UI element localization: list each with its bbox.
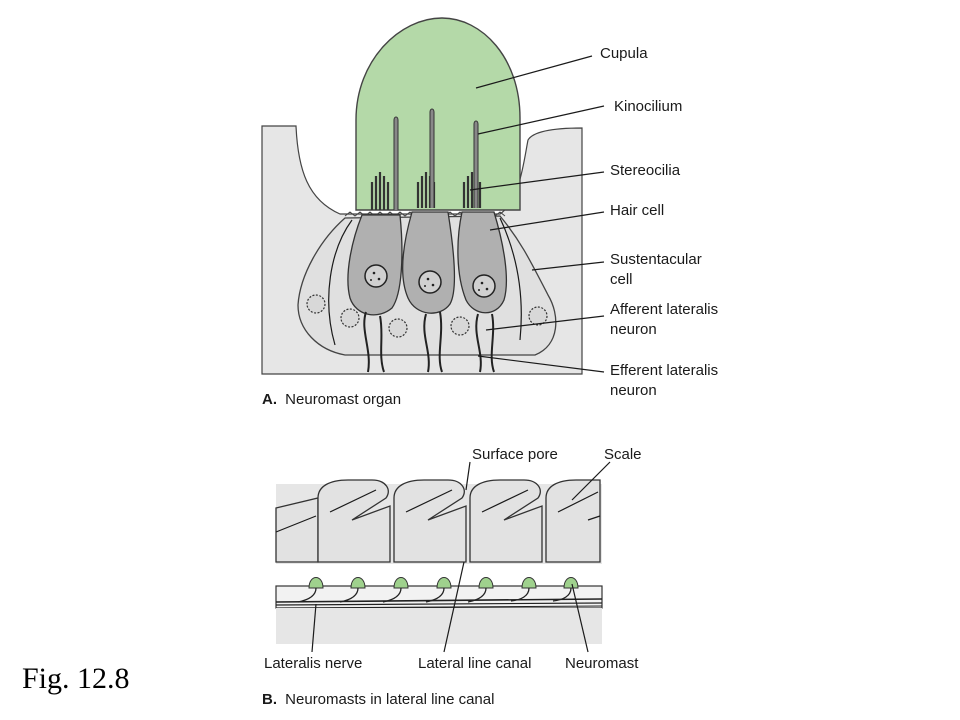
sustentacular-nucleus [528, 306, 548, 326]
panel-b-lateral-line-canal: Surface pore Scale Lateralis nerve Later… [262, 446, 642, 708]
label-efferent-line2: neuron [610, 382, 657, 399]
neuromast [393, 577, 409, 589]
leader-kinocilium [477, 105, 605, 135]
neuromast [350, 577, 366, 589]
hair-cell-left [347, 116, 403, 373]
leader-lateral-line-canal [443, 561, 465, 653]
scale [393, 479, 467, 563]
sustentacular-nucleus [340, 308, 360, 328]
leader-hair-cell [489, 211, 605, 231]
label-neuromast: Neuromast [565, 655, 639, 672]
leader-neuromast [571, 583, 589, 653]
scale [545, 479, 601, 563]
caption-panel-b-text: Neuromasts in lateral line canal [285, 691, 494, 708]
nerve-branches [297, 587, 572, 603]
neuromast [478, 577, 494, 589]
sustentacular-nucleus [306, 294, 326, 314]
leader-afferent [485, 315, 605, 331]
leader-efferent [477, 355, 605, 373]
label-lateralis-nerve: Lateralis nerve [264, 655, 362, 672]
label-stereocilia: Stereocilia [610, 162, 681, 179]
label-afferent-line1: Afferent lateralis [610, 301, 718, 318]
lateralis-nerve-bundle [275, 598, 603, 609]
neuromast [436, 577, 452, 589]
leader-stereocilia [469, 171, 605, 191]
label-scale: Scale [604, 446, 642, 463]
caption-panel-b: B. Neuromasts in lateral line canal [262, 691, 494, 708]
sustentacular-divider [499, 217, 522, 341]
label-cupula: Cupula [600, 45, 648, 62]
panel-a-neuromast-organ: Cupula Kinocilium Stereocilia Hair cell … [261, 17, 718, 408]
leader-lateralis-nerve [311, 603, 317, 653]
leader-sustentacular [531, 261, 605, 271]
caption-panel-b-letter: B. [262, 691, 277, 708]
leader-surface-pore [465, 461, 471, 491]
scale [317, 479, 391, 563]
figure-number: Fig. 12.8 [22, 662, 130, 695]
hair-cell-right [457, 120, 508, 373]
caption-panel-a-text: Neuromast organ [285, 391, 401, 408]
dermis-layer [276, 608, 602, 644]
neuromast [308, 577, 324, 589]
sustentacular-nucleus [388, 318, 408, 338]
caption-panel-a-letter: A. [262, 391, 277, 408]
sustentacular-divider [328, 219, 353, 346]
label-sustentacular-line1: Sustentacular [610, 251, 702, 268]
caption-panel-a: A. Neuromast organ [262, 391, 401, 408]
label-surface-pore: Surface pore [472, 446, 558, 463]
scale-row [275, 479, 601, 563]
hair-cell-middle [402, 108, 456, 373]
label-efferent-line1: Efferent lateralis [610, 362, 718, 379]
leader-cupula [475, 55, 593, 89]
leader-scale [571, 461, 611, 501]
label-lateral-line-canal: Lateral line canal [418, 655, 531, 672]
neuromast [563, 577, 579, 589]
sustentacular-nucleus [450, 316, 470, 336]
label-afferent-line2: neuron [610, 321, 657, 338]
neuromast-row [308, 577, 579, 589]
label-sustentacular-line2: cell [610, 271, 633, 288]
neuromast [521, 577, 537, 589]
scale [469, 479, 543, 563]
label-hair-cell: Hair cell [610, 202, 664, 219]
label-kinocilium: Kinocilium [614, 98, 682, 115]
scale-slits [275, 489, 601, 533]
